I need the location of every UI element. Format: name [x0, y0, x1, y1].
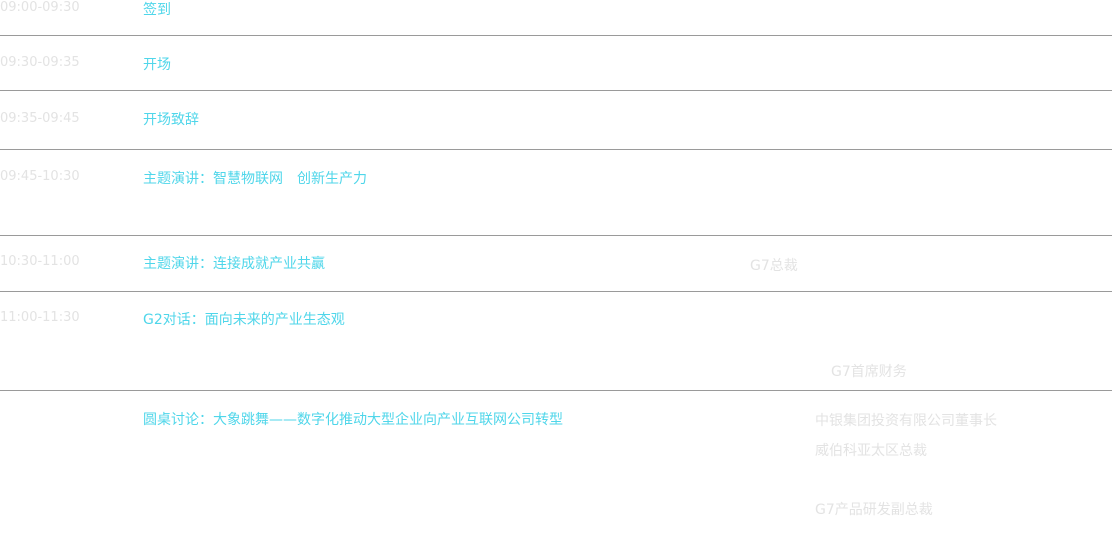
- time-label: 09:00-09:30: [0, 0, 80, 15]
- row-divider: [0, 235, 1112, 236]
- speaker-label: 威伯科亚太区总裁: [815, 443, 927, 459]
- row-divider: [0, 291, 1112, 292]
- row-divider: [0, 35, 1112, 36]
- time-label: 09:30-09:35: [0, 55, 80, 70]
- session-title: 主题演讲：连接成就产业共赢: [143, 256, 325, 272]
- session-title: 主题演讲：智慧物联网 创新生产力: [143, 171, 367, 187]
- session-title: G2对话：面向未来的产业生态观: [143, 312, 345, 328]
- speaker-label: 中银集团投资有限公司董事长: [815, 413, 997, 429]
- session-title: 开场致辞: [143, 112, 199, 128]
- speaker-label: G7产品研发副总裁: [815, 502, 933, 518]
- session-title: 圆桌讨论：大象跳舞——数字化推动大型企业向产业互联网公司转型: [143, 412, 563, 428]
- session-title: 签到: [143, 2, 171, 18]
- row-divider: [0, 90, 1112, 91]
- time-label: 11:00-11:30: [0, 310, 80, 325]
- speaker-label: G7首席财务: [831, 364, 907, 380]
- row-divider: [0, 149, 1112, 150]
- row-divider: [0, 390, 1112, 391]
- time-label: 09:35-09:45: [0, 111, 80, 126]
- session-title: 开场: [143, 57, 171, 73]
- time-label: 10:30-11:00: [0, 254, 80, 269]
- time-label: 09:45-10:30: [0, 169, 80, 184]
- speaker-label: G7总裁: [750, 258, 798, 274]
